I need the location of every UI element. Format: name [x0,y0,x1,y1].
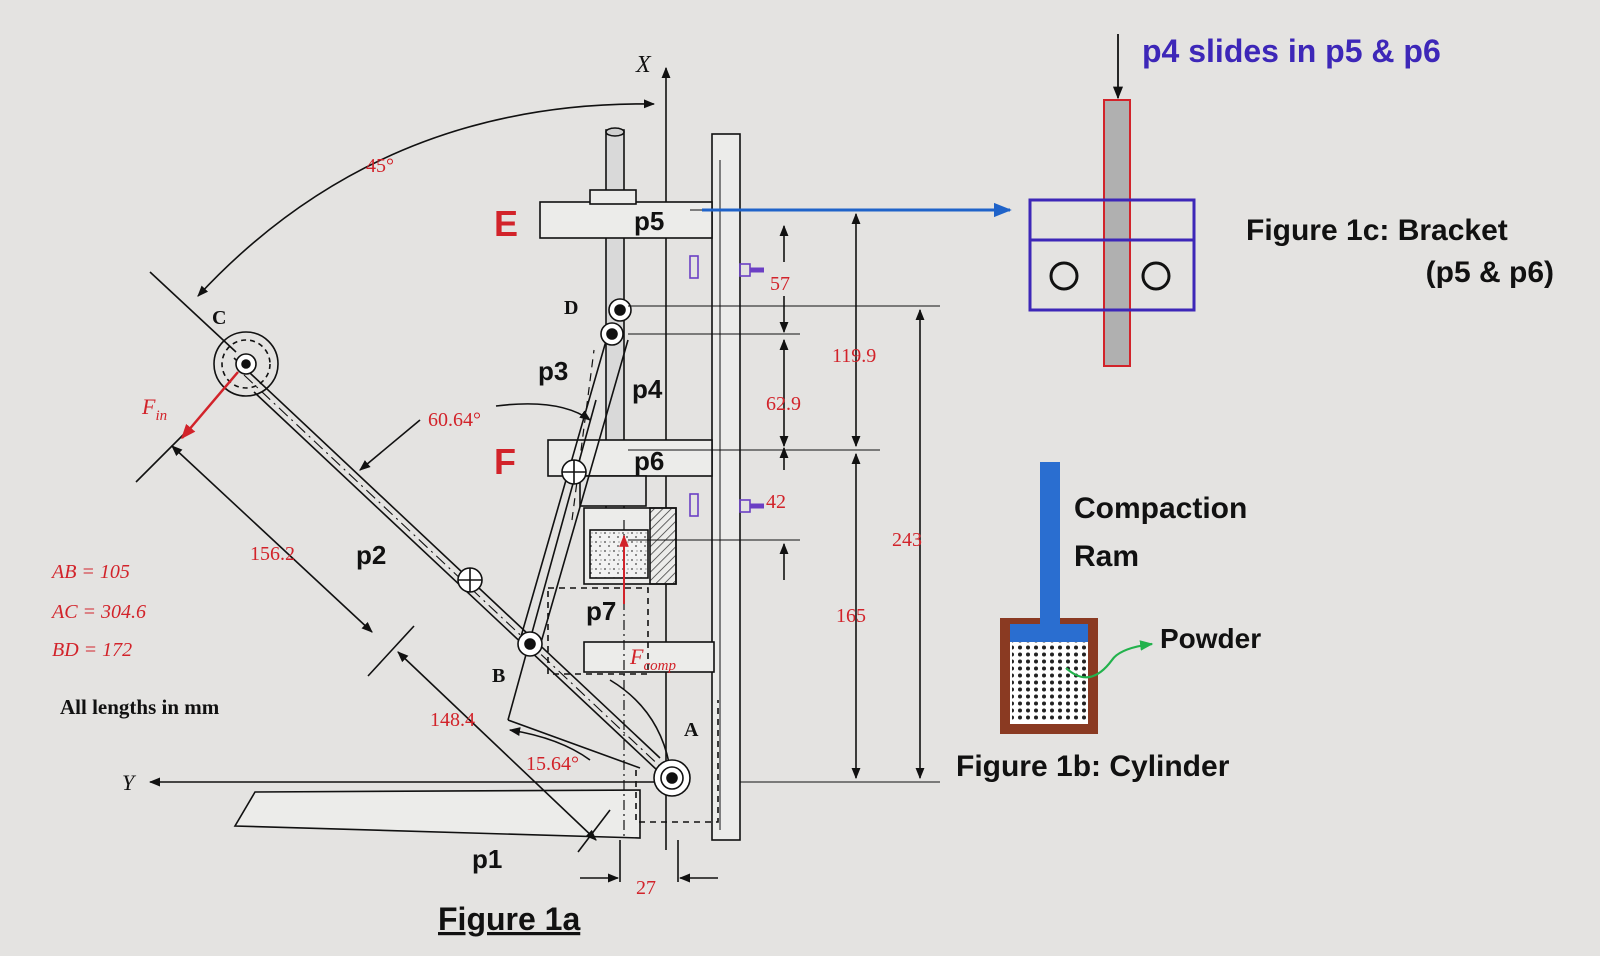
bracket-p5-top [589,189,637,205]
link-p3-edge-2 [539,339,629,647]
powder-fill [1012,640,1086,722]
pin-D2 [600,322,624,346]
units-note: All lengths in mm [60,695,220,719]
cylinder-hatch [649,507,677,585]
bracket-hole-right [1141,261,1171,291]
dim-57-value: 57 [770,273,790,295]
force-in-label: Fin [141,394,167,424]
arc-45 [197,99,656,297]
fig1c-caption: Figure 1c: Bracket [1246,214,1508,247]
base-plate-p1 [233,789,641,839]
bolt-markers [689,255,764,517]
rod-p4-top [605,127,625,137]
dim-42-value: 42 [766,491,786,513]
label-E: E [494,203,518,244]
frame-column [711,133,741,841]
part-p5: p5 [634,206,664,236]
dim-156-value: 156.2 [250,543,295,565]
part-p6: p6 [634,446,664,476]
support-dashed [635,700,719,823]
cylinder-outline-dashed [547,587,649,675]
dim-156-line [171,445,373,633]
dim-243-value: 243 [892,529,922,551]
cylinder-base [583,641,715,673]
dim-156-ext2 [367,625,415,677]
ram-label-line1: Compaction [1074,492,1247,525]
lever-end-outer [213,331,279,397]
dim-148-line [397,651,597,841]
part-p1: p1 [472,844,502,874]
angle-60: 60.64° [428,409,481,431]
bracket-rod-p4 [1103,99,1131,367]
bracket-p6-bottom [579,475,647,507]
ram-label-line2: Ram [1074,540,1139,573]
label-A: A [684,719,699,741]
fig1c-caption-parts: (p5 & p6) [1426,256,1554,289]
force-in-arrow [181,371,239,440]
dim-156-ext1 [135,431,187,483]
lever-end-dashed [221,339,271,389]
label-F: F [494,441,516,482]
figure-1b-cylinder [1000,462,1154,734]
part-p2: p2 [356,540,386,570]
dim-165-value: 165 [836,605,866,627]
dim-148-ext [577,809,611,853]
arc-60-leader [495,403,591,421]
label-C: C [212,307,226,329]
pin-A [653,759,691,797]
support-curve [609,679,671,769]
part-p7: p7 [586,596,616,626]
link-p3-dashed [571,349,595,521]
ram-head [1010,624,1088,642]
figure-1a [135,66,940,883]
dim-148-value: 148.4 [430,709,475,731]
axis-y-label: Y [122,770,137,795]
pin-mid-lever [457,567,483,593]
fig1a-caption: Figure 1a [438,901,580,937]
pin-D [608,298,632,322]
figure-1c-bracket [1028,34,1196,367]
bracket-p5 [539,201,713,239]
part-p4: p4 [632,374,663,404]
ram-shaft [1040,462,1060,628]
label-B: B [492,665,505,687]
bracket-hole-left [1049,261,1079,291]
force-comp-label: Fcomp [629,644,676,674]
label-D: D [564,297,578,319]
dim-62-value: 62.9 [766,393,801,415]
dim-119-value: 119.9 [832,345,876,367]
pin-F [561,459,587,485]
angle-45: 45° [366,155,394,177]
powder-pointer [1065,640,1154,679]
powder-label: Powder [1160,623,1261,654]
lever-extension [149,271,237,353]
link-p3-edge-1 [519,333,609,641]
part-p3: p3 [538,356,568,386]
pin-B [517,631,543,657]
length-ac: AC = 304.6 [50,601,146,623]
slide-note: p4 slides in p5 & p6 [1142,33,1441,69]
axis-x-label: X [635,52,652,78]
bracket-bottom-section [1028,238,1196,312]
dim-27-value: 27 [636,877,656,899]
fig1b-caption: Figure 1b: Cylinder [956,750,1230,783]
arc-60-tick [359,419,421,471]
cylinder-powder [589,529,649,579]
angle-15: 15.64° [526,753,579,775]
pin-C [235,353,257,375]
length-bd: BD = 172 [52,639,132,661]
length-ab: AB = 105 [50,561,130,583]
